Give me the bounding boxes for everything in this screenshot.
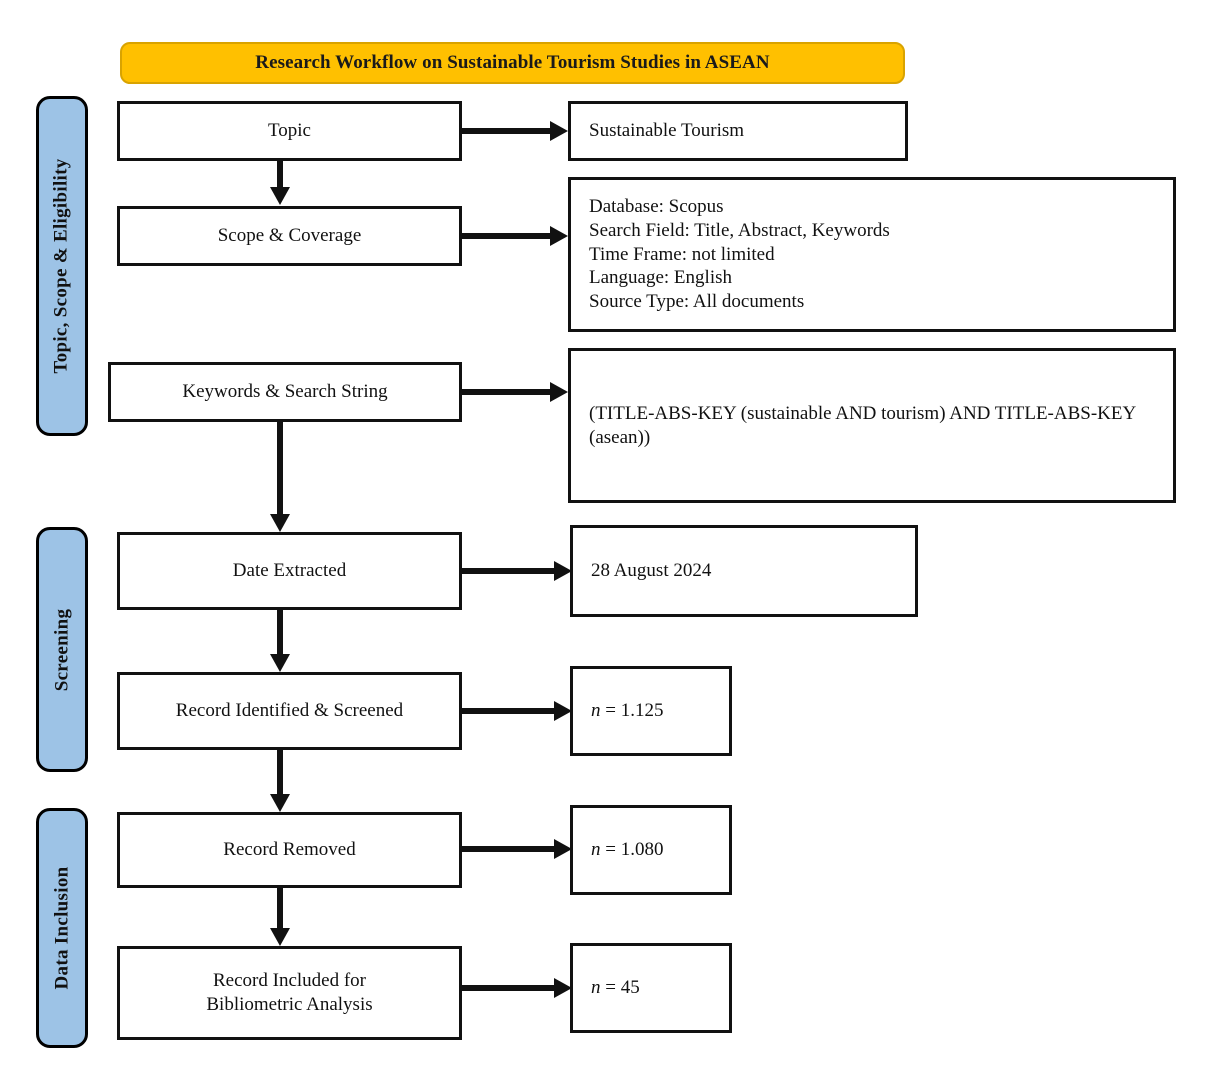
step-label: Record Included for Bibliometric Analysi…: [206, 970, 373, 1015]
diagram-title-banner: Research Workflow on Sustainable Tourism…: [120, 42, 905, 84]
phase-chip-topic-scope-eligibility: Topic, Scope & Eligibility: [36, 96, 88, 436]
phase-chip-data-inclusion: Data Inclusion: [36, 808, 88, 1048]
arrow-shaft: [277, 750, 283, 794]
arrow-head: [550, 226, 568, 246]
arrow-head: [550, 382, 568, 402]
detail-text: n = 1.080: [573, 838, 663, 862]
n-symbol: n: [591, 700, 601, 722]
phase-chip-screening: Screening: [36, 527, 88, 772]
n-symbol: n: [591, 839, 601, 861]
detail-text: Sustainable Tourism: [589, 120, 745, 142]
detail-text: n = 45: [573, 976, 640, 1000]
arrow-head: [270, 514, 290, 532]
step-box-date-extracted: Date Extracted: [117, 532, 462, 610]
count-value: = 45: [600, 977, 640, 999]
arrow-shaft: [462, 128, 550, 134]
arrow-head: [554, 561, 572, 581]
step-label: Topic: [268, 120, 311, 142]
arrow-head: [554, 978, 572, 998]
phase-label: Data Inclusion: [51, 866, 73, 990]
arrow-head: [554, 701, 572, 721]
step-box-record-included: Record Included for Bibliometric Analysi…: [117, 946, 462, 1040]
detail-text: Database: Scopus Search Field: Title, Ab…: [589, 196, 890, 313]
detail-text: 28 August 2024: [591, 560, 712, 582]
arrow-shaft: [462, 233, 550, 239]
step-label: Record Identified & Screened: [175, 700, 404, 722]
detail-box-search-string-value: (TITLE-ABS-KEY (sustainable AND tourism)…: [568, 348, 1176, 503]
detail-box-identified-count: n = 1.125: [570, 666, 732, 756]
n-symbol: n: [591, 977, 601, 999]
detail-text: n = 1.125: [573, 699, 663, 723]
arrow-head: [554, 839, 572, 859]
step-box-record-removed: Record Removed: [117, 812, 462, 888]
count-value: = 1.125: [600, 700, 664, 722]
step-label: Keywords & Search String: [182, 381, 388, 403]
step-label: Record Removed: [223, 839, 356, 861]
detail-box-included-count: n = 45: [570, 943, 732, 1033]
detail-box-date-value: 28 August 2024: [570, 525, 918, 617]
phase-label: Screening: [51, 608, 73, 691]
arrow-head: [270, 794, 290, 812]
step-label: Date Extracted: [232, 560, 347, 582]
arrow-shaft: [462, 846, 554, 852]
arrow-shaft: [277, 888, 283, 928]
detail-box-removed-count: n = 1.080: [570, 805, 732, 895]
detail-text: (TITLE-ABS-KEY (sustainable AND tourism)…: [589, 402, 1136, 448]
detail-box-topic-value: Sustainable Tourism: [568, 101, 908, 161]
step-box-keywords-search-string: Keywords & Search String: [108, 362, 462, 422]
arrow-shaft: [277, 422, 283, 514]
arrow-shaft: [462, 985, 554, 991]
arrow-head: [550, 121, 568, 141]
arrow-shaft: [277, 161, 283, 187]
step-label: Scope & Coverage: [217, 225, 362, 247]
arrow-head: [270, 654, 290, 672]
arrow-shaft: [462, 708, 554, 714]
count-value: = 1.080: [600, 839, 664, 861]
arrow-shaft: [277, 610, 283, 654]
diagram-title: Research Workflow on Sustainable Tourism…: [255, 52, 770, 73]
arrow-shaft: [462, 568, 554, 574]
step-box-record-identified-screened: Record Identified & Screened: [117, 672, 462, 750]
arrow-shaft: [462, 389, 550, 395]
detail-box-scope-value: Database: Scopus Search Field: Title, Ab…: [568, 177, 1176, 332]
arrow-head: [270, 928, 290, 946]
step-box-scope-coverage: Scope & Coverage: [117, 206, 462, 266]
arrow-head: [270, 187, 290, 205]
phase-label: Topic, Scope & Eligibility: [51, 158, 73, 374]
step-box-topic: Topic: [117, 101, 462, 161]
